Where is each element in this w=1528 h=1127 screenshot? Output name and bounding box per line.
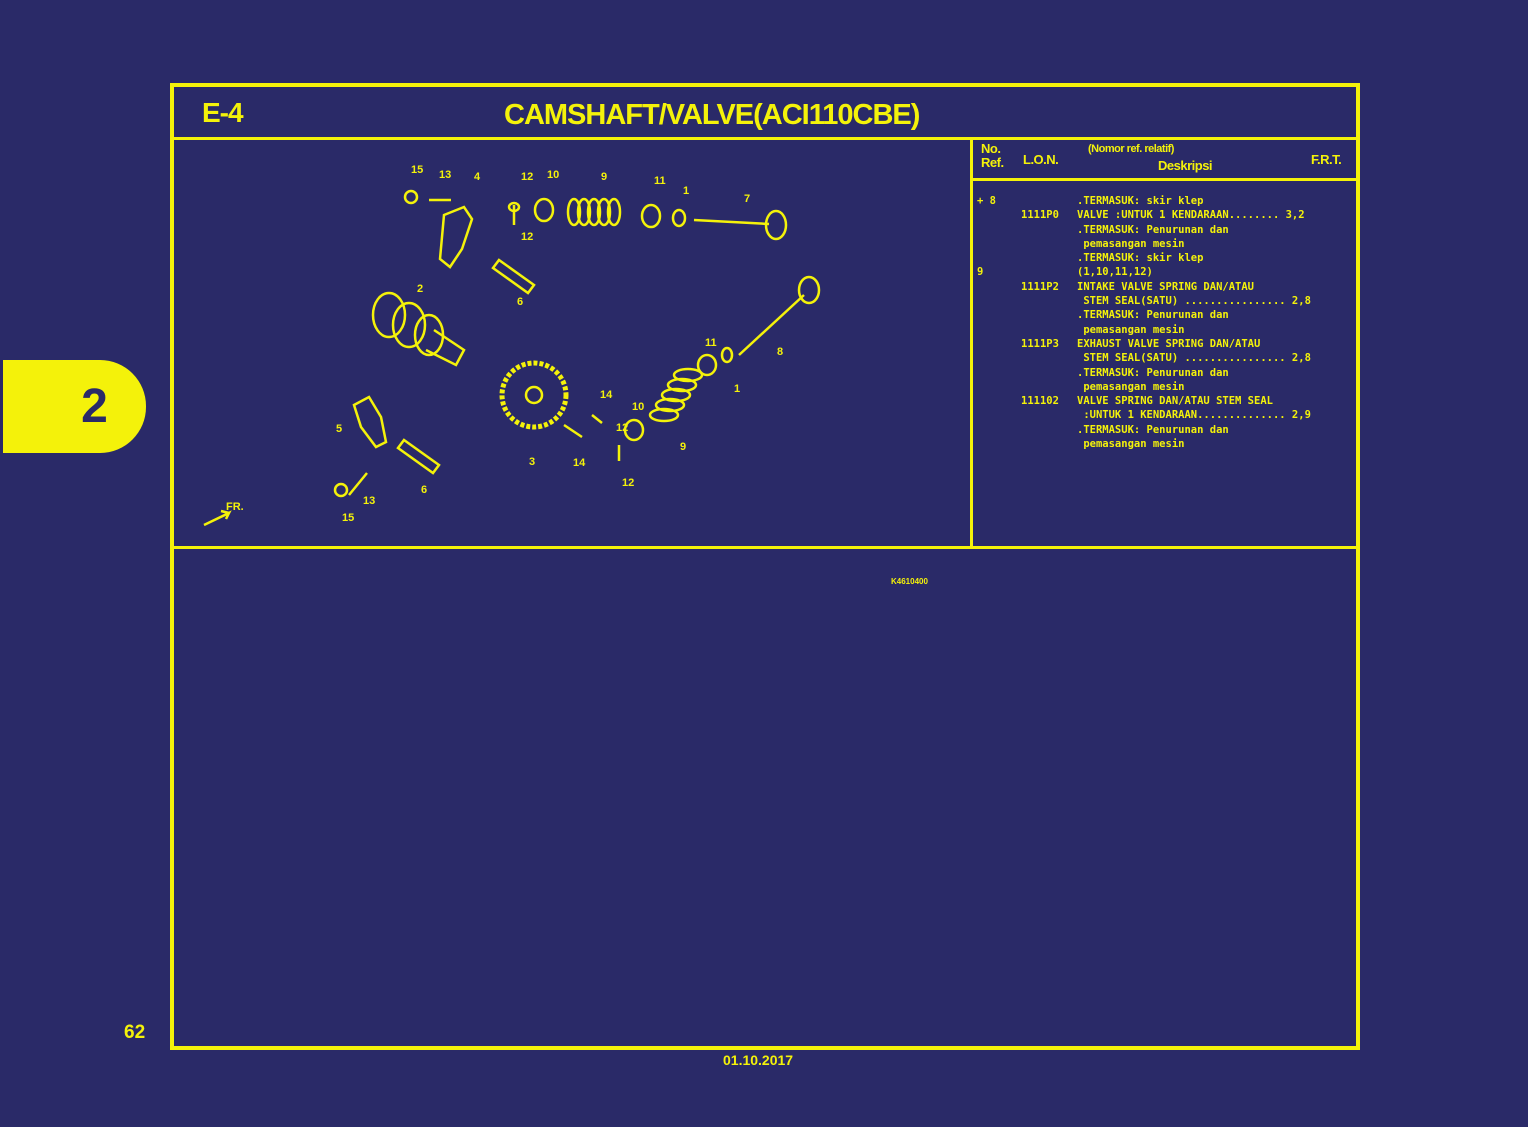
table-row: 1111P0 VALVE :UNTUK 1 KENDARAAN........ 3… [973, 208, 1356, 222]
col-frt: F.R.T. [1311, 152, 1342, 167]
row-description: :UNTUK 1 KENDARAAN.............. 2,9 [1077, 409, 1311, 422]
part-callout: 10 [547, 169, 559, 181]
row-description: .TERMASUK: Penurunan dan [1077, 223, 1229, 236]
diagram-code: K4610400 [891, 577, 928, 586]
row-description: .TERMASUK: Penurunan dan [1077, 309, 1229, 322]
part-callout: 10 [632, 401, 644, 413]
part-callout: 11 [654, 175, 666, 187]
row-lon: 1111P2 [1021, 280, 1059, 293]
row-description: EXHAUST VALVE SPRING DAN/ATAU [1077, 337, 1261, 350]
cam-sprocket-icon [499, 360, 569, 430]
part-callout: 1 [734, 383, 740, 395]
table-row: :UNTUK 1 KENDARAAN.............. 2,9 [973, 408, 1356, 422]
part-callout: 14 [600, 389, 613, 401]
row-lon: 1111P0 [1021, 209, 1059, 222]
row-ref: 9 [977, 266, 984, 279]
part-callout: 3 [529, 456, 535, 468]
table-row: .TERMASUK: skir klep [973, 251, 1356, 265]
row-description: .TERMASUK: skir klep [1077, 252, 1204, 265]
row-description: VALVE :UNTUK 1 KENDARAAN........ 3,2 [1077, 209, 1305, 222]
front-arrow-icon [203, 509, 232, 527]
table-row: 9 (1,10,11,12) [973, 265, 1356, 279]
page-number: 62 [124, 1022, 146, 1043]
row-description: STEM SEAL(SATU) ................ 2,8 [1077, 295, 1311, 308]
row-lon: 111102 [1021, 395, 1059, 408]
front-label: FR. [226, 501, 244, 513]
table-row: STEM SEAL(SATU) ................ 2,8 [973, 294, 1356, 308]
row-description: .TERMASUK: Penurunan dan [1077, 366, 1229, 379]
col-no-ref: No. Ref. [981, 141, 1004, 170]
col-desc: Deskripsi [1158, 158, 1213, 173]
row-lon: 1111P3 [1021, 337, 1059, 350]
table-row: 111102 VALVE SPRING DAN/ATAU STEM SEAL [973, 394, 1356, 408]
row-description: pemasangan mesin [1077, 237, 1185, 250]
part-callout: 13 [439, 169, 451, 181]
rocker-arm-icon [438, 205, 474, 269]
part-callout: 12 [521, 231, 533, 243]
table-row: + 8 .TERMASUK: skir klep [973, 194, 1356, 208]
page-title: CAMSHAFT/VALVE(ACI110CBE) [504, 99, 920, 131]
page-header: E-4 CAMSHAFT/VALVE(ACI110CBE) [174, 87, 1356, 140]
part-callout: 12 [616, 422, 628, 434]
section-tab: 2 [3, 360, 146, 453]
part-callout: 15 [411, 164, 423, 176]
table-row: pemasangan mesin [973, 380, 1356, 394]
part-callout: 13 [363, 495, 375, 507]
part-callout: 9 [680, 441, 686, 453]
valve-stem [693, 218, 770, 226]
part-callout: 6 [517, 296, 523, 308]
part-callout: 1 [683, 185, 689, 197]
part-callout: 8 [777, 346, 783, 358]
parts-table: No. Ref. L.O.N. (Nomor ref. relatif) Des… [973, 140, 1356, 549]
table-row: .TERMASUK: Penurunan dan [973, 366, 1356, 380]
table-row: pemasangan mesin [973, 237, 1356, 251]
table-row: .TERMASUK: Penurunan dan [973, 223, 1356, 237]
row-description: STEM SEAL(SATU) ................ 2,8 [1077, 352, 1311, 365]
col-lon: L.O.N. [1023, 152, 1059, 167]
table-body: + 8 .TERMASUK: skir klep 1111P0 VALVE :UNTU… [973, 194, 1356, 451]
row-description: (1,10,11,12) [1077, 266, 1153, 279]
valve-spring-icon [566, 197, 622, 227]
table-header: No. Ref. L.O.N. (Nomor ref. relatif) Des… [973, 140, 1356, 181]
part-callout: 7 [744, 193, 750, 205]
row-description: INTAKE VALVE SPRING DAN/ATAU [1077, 280, 1255, 293]
part-callout: 6 [421, 484, 427, 496]
row-description: .TERMASUK: Penurunan dan [1077, 423, 1229, 436]
part-callout: 2 [417, 283, 423, 295]
row-description: VALVE SPRING DAN/ATAU STEM SEAL [1077, 395, 1273, 408]
col-desc-note: (Nomor ref. relatif) [1088, 143, 1174, 155]
table-row: 1111P3 EXHAUST VALVE SPRING DAN/ATAU [973, 337, 1356, 351]
section-code: E-4 [202, 97, 244, 128]
part-callout: 5 [336, 423, 342, 435]
part-callout: 14 [573, 457, 586, 469]
table-row: .TERMASUK: Penurunan dan [973, 308, 1356, 322]
revision-date: 01.10.2017 [723, 1052, 794, 1068]
row-description: pemasangan mesin [1077, 438, 1185, 451]
table-row: pemasangan mesin [973, 323, 1356, 337]
rocker-shaft [491, 258, 536, 295]
part-callout: 12 [521, 171, 533, 183]
row-description: pemasangan mesin [1077, 323, 1185, 336]
table-row: STEM SEAL(SATU) ................ 2,8 [973, 351, 1356, 365]
camshaft-icon [371, 291, 466, 367]
row-description: .TERMASUK: skir klep [1077, 195, 1204, 207]
part-callout: 15 [342, 512, 354, 524]
parts-page-frame: E-4 CAMSHAFT/VALVE(ACI110CBE) [170, 83, 1360, 1050]
row-ref: + 8 [977, 195, 996, 207]
table-row: 1111P2 INTAKE VALVE SPRING DAN/ATAU [973, 280, 1356, 294]
table-row: pemasangan mesin [973, 437, 1356, 451]
row-description: pemasangan mesin [1077, 380, 1185, 393]
table-row: .TERMASUK: Penurunan dan [973, 423, 1356, 437]
part-callout: 11 [705, 337, 717, 349]
part-callout: 12 [622, 477, 634, 489]
part-callout: 4 [474, 171, 481, 183]
part-callout: 9 [601, 171, 607, 183]
